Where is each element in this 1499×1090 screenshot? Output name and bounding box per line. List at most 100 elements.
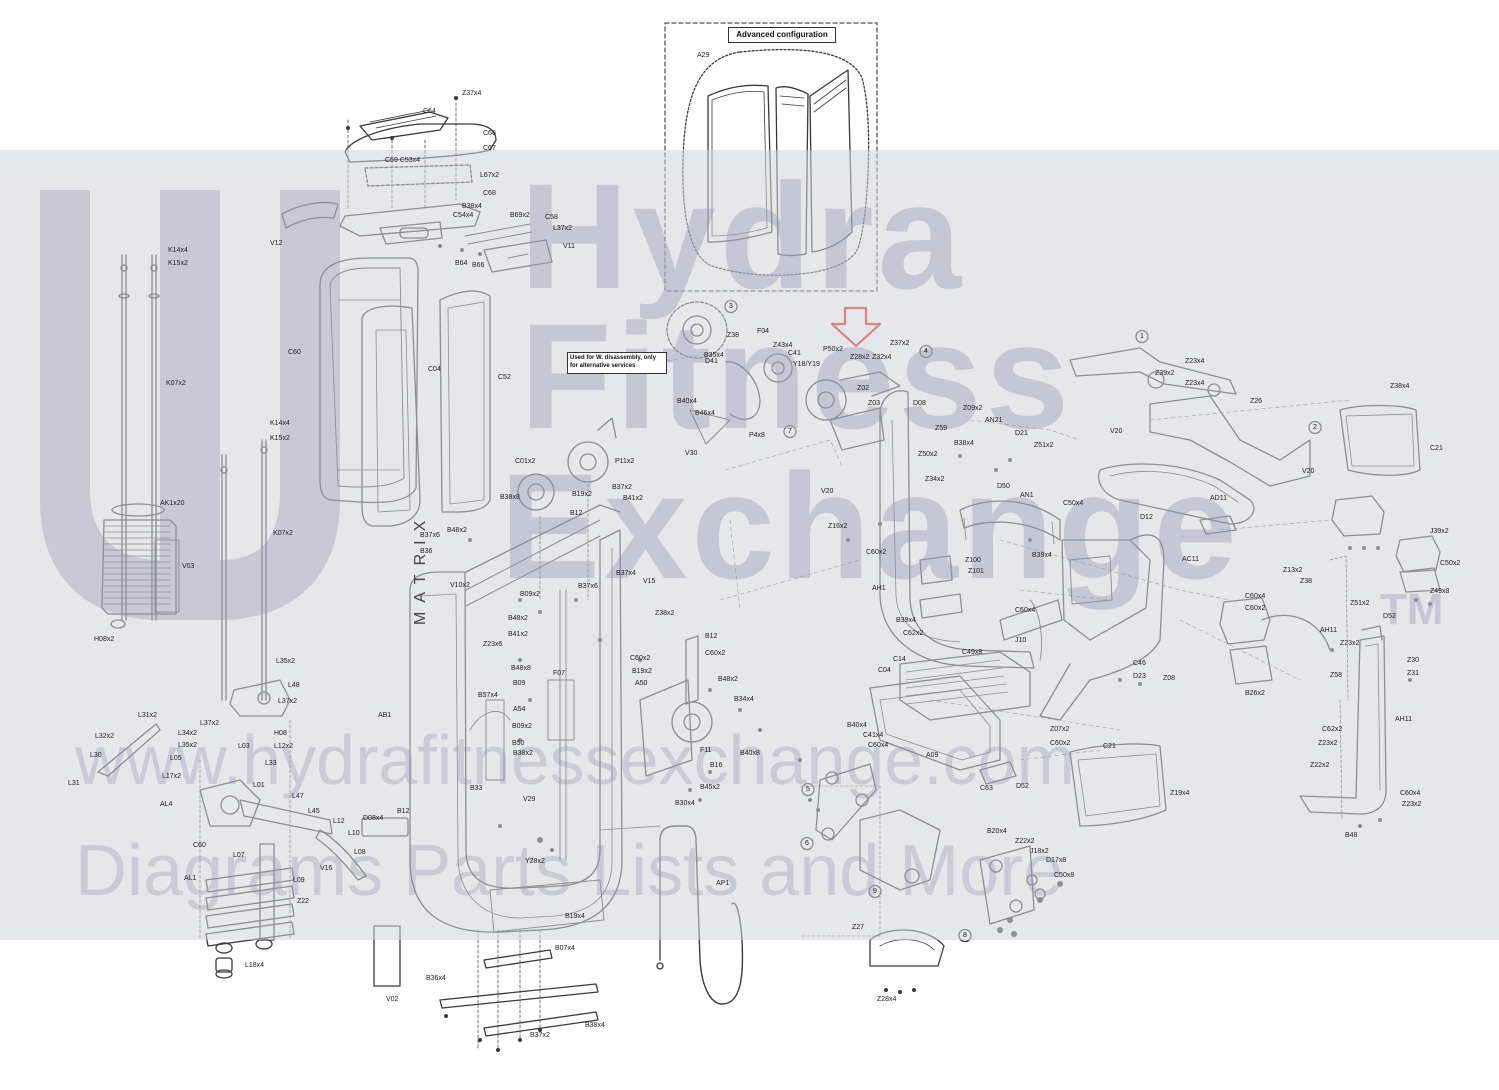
part-label: B48x2 — [508, 615, 528, 622]
part-label: AP1 — [716, 880, 730, 887]
part-label: C60 — [193, 842, 206, 849]
part-label: B48x2 — [718, 676, 738, 683]
part-label: Z23x2 — [1318, 740, 1338, 747]
part-label: L32x2 — [95, 733, 115, 740]
part-label: Z58 — [1330, 672, 1343, 679]
part-label: P11x2 — [615, 458, 635, 465]
part-label: Z08 — [1163, 675, 1176, 682]
part-label: AN1 — [1020, 492, 1034, 499]
part-label: Z16x2 — [828, 523, 848, 530]
part-label: B45x2 — [700, 784, 720, 791]
part-label: C01x2 — [515, 458, 536, 465]
part-label: C21 — [1430, 445, 1443, 452]
part-label: B36 — [420, 548, 433, 555]
part-label: Z28x2 — [850, 354, 870, 361]
part-label: L08 — [354, 849, 366, 856]
part-label: J39x2 — [1430, 528, 1449, 535]
part-label: Z30 — [1407, 657, 1420, 664]
part-label: Z37x2 — [890, 340, 910, 347]
part-label: B41x2 — [508, 631, 528, 638]
part-label: K14x4 — [270, 420, 290, 427]
part-label: D08 — [913, 400, 926, 407]
part-label: B12 — [570, 510, 583, 517]
part-label: 6 — [805, 840, 809, 847]
part-label: Z26 — [1250, 398, 1263, 405]
part-label: 8 — [963, 932, 967, 939]
part-label: C60x4 — [868, 742, 889, 749]
part-label: Z39x2 — [1155, 370, 1175, 377]
part-label: Z23x4 — [1185, 380, 1205, 387]
part-label: Z59 — [935, 425, 948, 432]
part-label: B19x2 — [632, 668, 652, 675]
part-label: B16 — [710, 762, 723, 769]
part-label: 5 — [806, 786, 810, 793]
part-label: C67 — [483, 145, 496, 152]
part-label: AN21 — [985, 417, 1003, 424]
part-label: Z22x2 — [1310, 762, 1330, 769]
part-label: B26x2 — [1245, 690, 1265, 697]
part-label: C60x2 — [630, 655, 651, 662]
part-label: 7 — [788, 428, 792, 435]
watermark-url: www.hydrafitnessexchange.com — [75, 721, 1075, 799]
part-label: L37x2 — [200, 720, 220, 727]
part-label: L67x2 — [480, 172, 500, 179]
part-label: L18x4 — [245, 962, 265, 969]
part-label: B48x2 — [447, 527, 467, 534]
part-label: Z23x6 — [483, 641, 503, 648]
part-label: AK1x20 — [160, 500, 185, 507]
watermark-trademark: TM — [1380, 585, 1444, 634]
part-label: B38x4 — [954, 440, 974, 447]
part-label: B09 — [513, 680, 526, 687]
part-label: 2 — [1313, 424, 1317, 431]
part-label: 3 — [729, 303, 733, 310]
part-label: L47 — [292, 793, 304, 800]
part-label: V20 — [1302, 468, 1315, 475]
part-label: B12 — [705, 633, 718, 640]
part-label: V12 — [270, 240, 283, 247]
service-note: Used for W. disassembly, only for altern… — [567, 352, 667, 374]
part-label: L07 — [233, 852, 245, 859]
part-label: Z27 — [852, 924, 865, 931]
part-label: L45 — [308, 808, 320, 815]
watermark-line-3: Exchange — [500, 442, 1241, 610]
watermark-line-2: Fitness — [520, 292, 1074, 460]
part-label: D12 — [1140, 514, 1153, 521]
part-label: D50 — [997, 483, 1010, 490]
part-label: 4 — [924, 348, 928, 355]
part-label: C60x4 — [1245, 593, 1266, 600]
part-label: K15x2 — [168, 260, 188, 267]
part-label: B40x4 — [677, 398, 697, 405]
part-label: B48 — [1345, 832, 1358, 839]
advanced-configuration-title: Advanced configuration — [728, 27, 836, 43]
part-label: L09 — [293, 877, 305, 884]
part-label: L33 — [265, 760, 277, 767]
part-label: AC11 — [1182, 556, 1199, 563]
part-label: C62x2 — [903, 630, 924, 637]
part-label: B50 — [512, 740, 525, 747]
part-label: F07 — [553, 670, 566, 677]
part-label: K07x2 — [166, 380, 186, 387]
part-label: Z31 — [1407, 670, 1420, 677]
part-label: B38x8 — [500, 494, 520, 501]
part-label: J10 — [1015, 637, 1027, 644]
part-label: AL4 — [160, 801, 173, 808]
part-label: C62x2 — [1322, 726, 1343, 733]
part-label: V10x2 — [450, 582, 470, 589]
part-label: B07x4 — [555, 945, 575, 952]
watermark-line-1: Hydra — [520, 152, 966, 320]
part-label: P50x2 — [823, 346, 843, 353]
part-label: V20 — [821, 488, 834, 495]
part-label: AD11 — [1210, 495, 1227, 502]
part-label: B39x4 — [1032, 552, 1052, 559]
part-label: Z34x2 — [925, 476, 945, 483]
part-label: Z43x4 — [773, 342, 793, 349]
part-label: B34x4 — [734, 696, 754, 703]
part-label: V16 — [320, 865, 333, 872]
part-label: C64 — [423, 108, 436, 115]
part-label: L01 — [253, 782, 265, 789]
part-label: C63 — [980, 785, 993, 792]
part-label: AL1 — [184, 875, 197, 882]
part-label: B19x4 — [565, 913, 585, 920]
part-label: Y28x2 — [525, 858, 545, 865]
